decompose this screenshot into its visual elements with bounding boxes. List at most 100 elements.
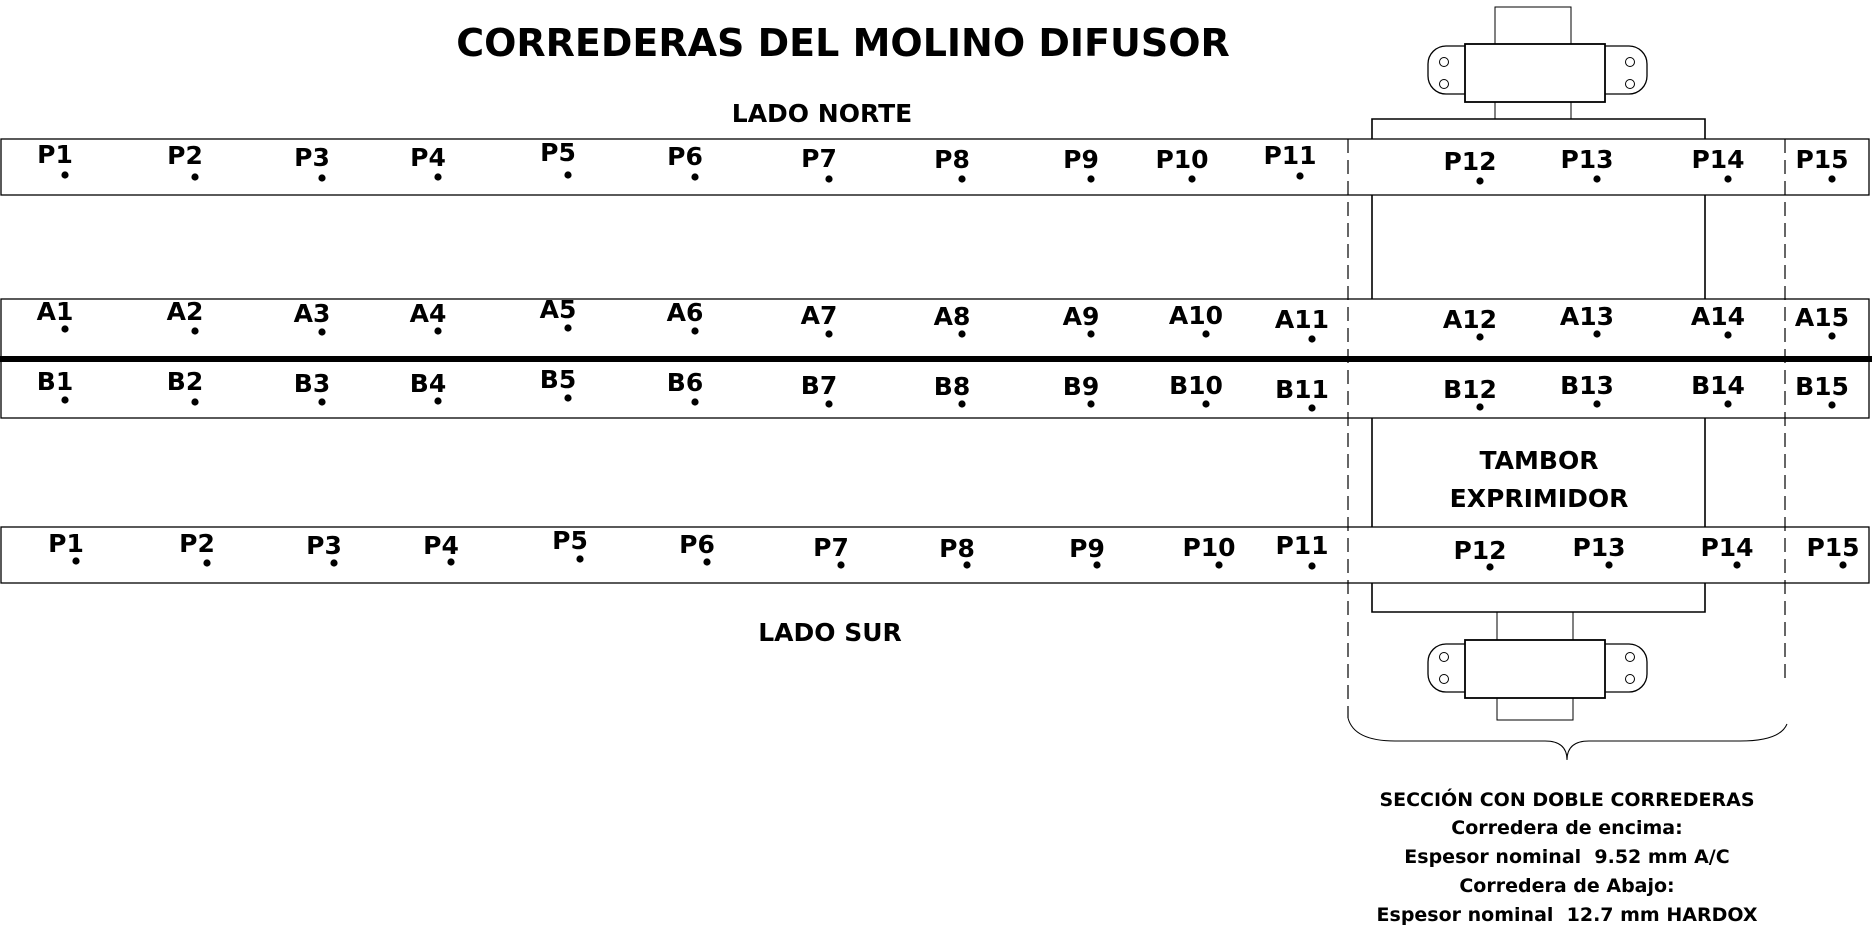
b-point-label-b7: B7 (801, 371, 837, 400)
south-point-label-p15: P15 (1806, 533, 1859, 562)
b-point-dot-b11 (1308, 404, 1316, 412)
a-point-label-a7: A7 (801, 301, 838, 330)
a-strip (0, 298, 1870, 359)
south-point-dot-p8 (963, 561, 971, 569)
south-point-dot-p14 (1733, 561, 1741, 569)
north-point-dot-p4 (434, 173, 442, 181)
north-point-dot-p14 (1724, 175, 1732, 183)
south-point-label-p3: P3 (306, 531, 342, 560)
b-point-dot-b10 (1202, 400, 1210, 408)
b-point-label-b3: B3 (294, 369, 330, 398)
north-point-label-p4: P4 (410, 143, 446, 172)
south-point-label-p4: P4 (423, 531, 459, 560)
a-point-label-a1: A1 (37, 297, 74, 326)
b-point-dot-b8 (958, 400, 966, 408)
south-point-dot-p4 (447, 558, 455, 566)
north-point-label-p2: P2 (167, 141, 203, 170)
north-point-label-p7: P7 (801, 144, 837, 173)
north-point-label-p1: P1 (37, 140, 73, 169)
a-point-dot-a11 (1308, 335, 1316, 343)
drum-label-line1: TAMBOR (1480, 446, 1599, 475)
b-point-dot-b9 (1087, 400, 1095, 408)
north-point-dot-p13 (1593, 175, 1601, 183)
a-point-dot-a2 (191, 327, 199, 335)
b-point-dot-b15 (1828, 401, 1836, 409)
a-point-dot-a4 (434, 327, 442, 335)
north-point-dot-p15 (1828, 175, 1836, 183)
south-point-label-p11: P11 (1275, 531, 1328, 560)
diagram-title: CORREDERAS DEL MOLINO DIFUSOR (456, 21, 1230, 65)
south-point-label-p10: P10 (1182, 533, 1235, 562)
north-point-dot-p12 (1476, 177, 1484, 185)
b-point-dot-b7 (825, 400, 833, 408)
south-point-dot-p2 (203, 559, 211, 567)
a-point-label-a4: A4 (410, 299, 447, 328)
a-point-dot-a15 (1828, 332, 1836, 340)
north-point-label-p5: P5 (540, 138, 576, 167)
drum-label-line2: EXPRIMIDOR (1450, 484, 1629, 513)
double-slider-section-marker (1347, 139, 1788, 761)
south-point-dot-p3 (330, 559, 338, 567)
b-point-label-b9: B9 (1063, 372, 1099, 401)
a-point-dot-a8 (958, 330, 966, 338)
north-strip (0, 138, 1870, 196)
section-note-line-5: Espesor nominal 12.7 mm HARDOX (1377, 904, 1758, 926)
north-point-dot-p3 (318, 174, 326, 182)
a-point-label-a12: A12 (1443, 305, 1497, 334)
north-point-label-p15: P15 (1795, 145, 1848, 174)
north-point-label-p11: P11 (1263, 141, 1316, 170)
a-point-label-a2: A2 (167, 297, 204, 326)
a-point-label-a11: A11 (1275, 305, 1329, 334)
a-point-dot-a3 (318, 328, 326, 336)
north-point-label-p14: P14 (1691, 145, 1744, 174)
a-point-label-a8: A8 (934, 302, 971, 331)
south-point-label-p8: P8 (939, 534, 975, 563)
north-point-dot-p1 (61, 171, 69, 179)
south-point-label-p9: P9 (1069, 534, 1105, 563)
b-point-dot-b3 (318, 398, 326, 406)
south-point-dot-p15 (1839, 561, 1847, 569)
north-point-label-p9: P9 (1063, 145, 1099, 174)
north-point-label-p8: P8 (934, 145, 970, 174)
a-point-label-a15: A15 (1795, 303, 1849, 332)
south-point-dot-p9 (1093, 561, 1101, 569)
a-point-label-a14: A14 (1691, 302, 1745, 331)
south-point-label-p2: P2 (179, 529, 215, 558)
b-point-dot-b12 (1476, 403, 1484, 411)
south-strip (0, 526, 1870, 584)
south-point-dot-p11 (1308, 562, 1316, 570)
b-point-label-b6: B6 (667, 368, 703, 397)
south-side-label: LADO SUR (758, 618, 902, 647)
a-point-dot-a1 (61, 325, 69, 333)
a-point-label-a3: A3 (294, 299, 331, 328)
section-note-line-3: Espesor nominal 9.52 mm A/C (1404, 846, 1729, 868)
south-point-dot-p13 (1605, 561, 1613, 569)
north-point-label-p6: P6 (667, 142, 703, 171)
a-point-dot-a9 (1087, 330, 1095, 338)
south-point-dot-p7 (837, 561, 845, 569)
south-point-label-p13: P13 (1572, 533, 1625, 562)
north-point-dot-p5 (564, 171, 572, 179)
south-point-dot-p5 (576, 555, 584, 563)
south-point-label-p12: P12 (1453, 536, 1506, 565)
a-point-label-a5: A5 (540, 295, 577, 324)
b-point-label-b11: B11 (1275, 375, 1329, 404)
b-point-label-b4: B4 (410, 369, 446, 398)
north-point-label-p10: P10 (1155, 145, 1208, 174)
b-point-label-b10: B10 (1169, 371, 1223, 400)
a-point-label-a9: A9 (1063, 302, 1100, 331)
b-point-label-b2: B2 (167, 367, 203, 396)
south-point-label-p7: P7 (813, 533, 849, 562)
a-point-dot-a10 (1202, 330, 1210, 338)
b-point-dot-b14 (1724, 400, 1732, 408)
a-point-dot-a5 (564, 324, 572, 332)
a-point-label-a10: A10 (1169, 301, 1223, 330)
north-point-dot-p11 (1296, 172, 1304, 180)
north-point-label-p12: P12 (1443, 147, 1496, 176)
